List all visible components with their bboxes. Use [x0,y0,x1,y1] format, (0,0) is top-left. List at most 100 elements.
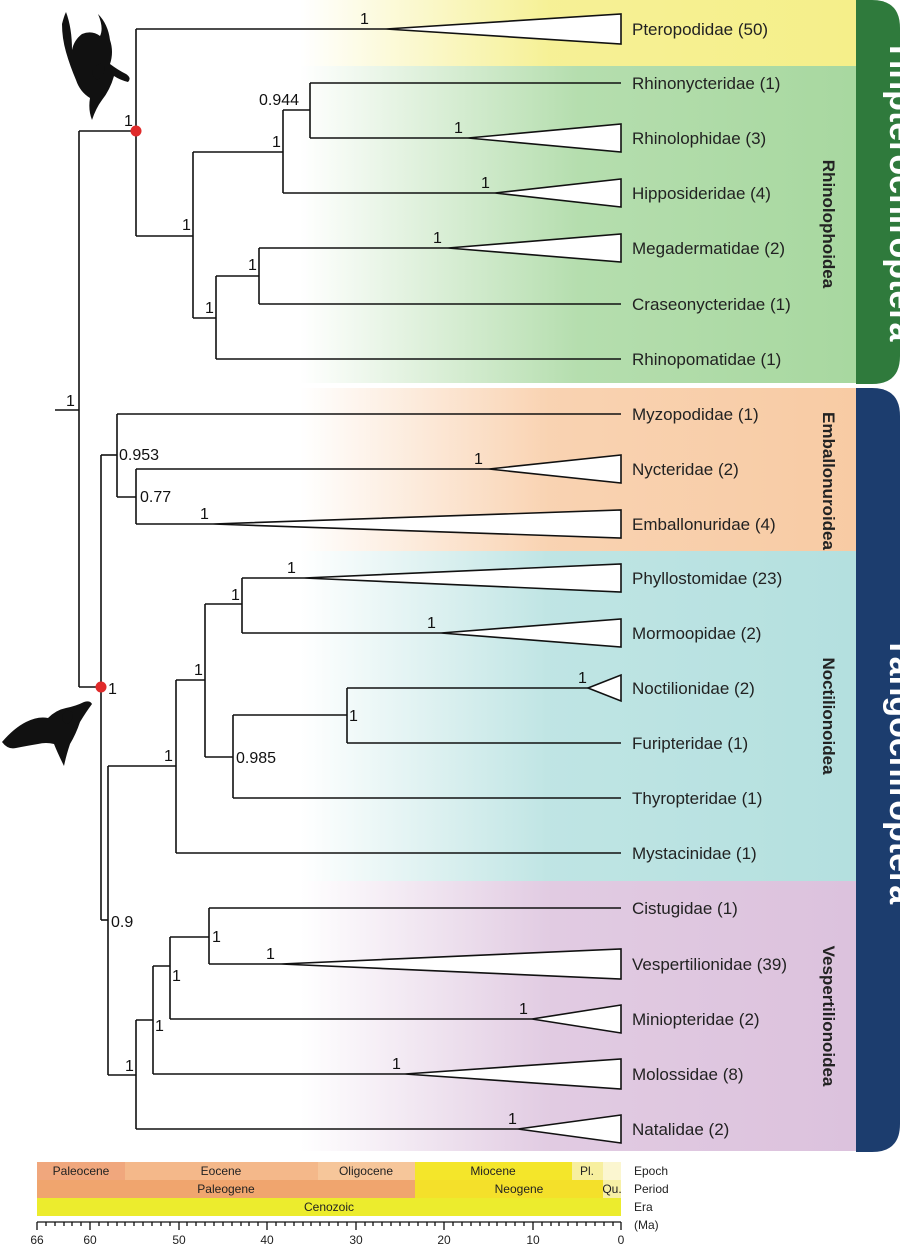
taxon-labels: Pteropodidae (50) Rhinonycteridae (1) Rh… [632,20,791,1139]
tick-40: 40 [260,1233,274,1245]
neogene-cell [415,1180,603,1198]
oligocene-cell [318,1162,415,1180]
yangochiroptera-node-dot [95,681,107,693]
support-phyllo-mormoop: 1 [231,587,240,604]
triangle-hipposideridae [494,178,622,208]
tip-support-noctilionidae: 1 [578,670,587,687]
emballonuroidea-label: Emballonuroidea [819,412,838,550]
taxon-label: Vespertilionidae (39) [632,955,787,974]
yinpterochiroptera-label: Yinpterochiroptera [882,39,900,343]
tip-support-phyllostomidae: 1 [287,560,296,577]
era-cenozoic: Cenozoic [304,1200,354,1214]
tick-66: 66 [30,1233,44,1245]
tip-support-hipposideridae: 1 [481,175,490,192]
triangle-molossidae [404,1058,622,1090]
rhinolophoidea-band [300,66,856,383]
triangle-megadermatidae [447,233,622,263]
taxon-label: Pteropodidae (50) [632,20,768,39]
tip-support-pteropodidae: 1 [360,11,369,28]
triangle-pteropodidae [385,13,622,45]
taxon-label: Natalidae (2) [632,1120,729,1139]
taxon-label: Nycteridae (2) [632,460,739,479]
taxon-label: Noctilionidae (2) [632,679,755,698]
tip-support-emballonuridae: 1 [200,506,209,523]
support-emballonuroidea: 0.953 [119,447,159,464]
tick-0: 0 [618,1233,625,1245]
tip-support-mormoopidae: 1 [427,615,436,632]
support-cist-vesp: 1 [212,929,221,946]
epoch-pliocene: Pl. [580,1164,594,1178]
tip-support-natalidae: 1 [508,1111,517,1128]
tip-support-values: 1 1 1 1 1 1 1 1 1 1 1 1 1 [200,11,587,1128]
pliocene-cell [572,1162,603,1180]
triangle-natalidae [517,1114,622,1144]
noctilionoidea-label: Noctilionoidea [819,657,838,775]
support-rhinolophidae-group: 1 [272,134,281,151]
triangle-rhinolophidae [467,123,622,153]
period-paleogene: Paleogene [197,1182,255,1196]
node-support-values: 1 1 1 1 0.944 1 1 1 0.953 0.77 0.9 1 1 1… [66,92,358,1075]
row-label-ma: (Ma) [634,1218,659,1232]
taxon-label: Rhinolophidae (3) [632,129,766,148]
tick-10: 10 [526,1233,540,1245]
period-neogene: Neogene [495,1182,544,1196]
triangle-emballonuridae [212,509,622,539]
taxon-label: Rhinonycteridae (1) [632,74,780,93]
support-noctilio-vesper: 0.9 [111,914,133,931]
support-nycteridae-emballonuridae: 0.77 [140,489,171,506]
taxon-label: Emballonuridae (4) [632,515,776,534]
support-noctilionidae-furipteridae: 1 [349,708,358,725]
microbat-silhouette-icon [2,701,92,766]
taxon-label: Thyropteridae (1) [632,789,762,808]
triangle-nycteridae [488,454,622,484]
tip-support-molossidae: 1 [392,1056,401,1073]
taxon-label: Phyllostomidae (23) [632,569,782,588]
geologic-timescale: Paleocene Eocene Oligocene Miocene Pl. P… [30,1162,669,1245]
support-cist-vesp-mini: 1 [172,968,181,985]
rhinolophoidea-label: Rhinolophoidea [819,160,838,289]
miocene-cell [415,1162,572,1180]
support-rhinonycteridae: 0.944 [259,92,299,109]
yangochiroptera-bar [856,388,900,1152]
row-label-epoch: Epoch [634,1164,668,1178]
tip-support-nycteridae: 1 [474,451,483,468]
collapsed-clades [212,13,622,1144]
epoch-miocene: Miocene [470,1164,516,1178]
support-noct-thyro: 0.985 [236,750,276,767]
taxon-label: Hipposideridae (4) [632,184,771,203]
taxon-label: Furipteridae (1) [632,734,748,753]
triangle-mormoopidae [440,618,622,648]
paleogene-cell [37,1180,415,1198]
time-axis [36,1221,622,1230]
cenozoic-cell [37,1198,621,1216]
support-root: 1 [66,393,75,410]
tip-support-rhinolophidae: 1 [454,120,463,137]
period-quaternary: Qu. [602,1182,621,1196]
tip-support-miniopteridae: 1 [519,1001,528,1018]
vespertilionoidea-label: Vespertilionoidea [819,946,838,1087]
flying-fox-silhouette-icon [62,12,130,120]
tick-50: 50 [172,1233,186,1245]
quaternary-cell [603,1180,621,1198]
taxon-label: Craseonycteridae (1) [632,295,791,314]
taxon-label: Megadermatidae (2) [632,239,785,258]
yangochiroptera-label: Yangochiroptera [882,636,900,905]
pleistocene-cell [603,1162,621,1180]
support-noct-inner: 1 [194,662,203,679]
support-megaderm-crase: 1 [248,257,257,274]
paleocene-cell [37,1162,125,1180]
yinpterochiroptera-node-dot [130,125,142,137]
triangle-vespertilionidae [280,948,622,980]
triangle-phyllostomidae [303,563,622,593]
tick-20: 20 [437,1233,451,1245]
epoch-eocene: Eocene [201,1164,242,1178]
triangle-noctilionidae [585,673,622,703]
row-label-period: Period [634,1182,669,1196]
support-megaderm-group: 1 [205,300,214,317]
yinpterochiroptera-bar [856,0,900,384]
epoch-oligocene: Oligocene [339,1164,393,1178]
taxon-label: Molossidae (8) [632,1065,744,1084]
row-label-era: Era [634,1200,653,1214]
support-rhinolophoidea: 1 [182,217,191,234]
